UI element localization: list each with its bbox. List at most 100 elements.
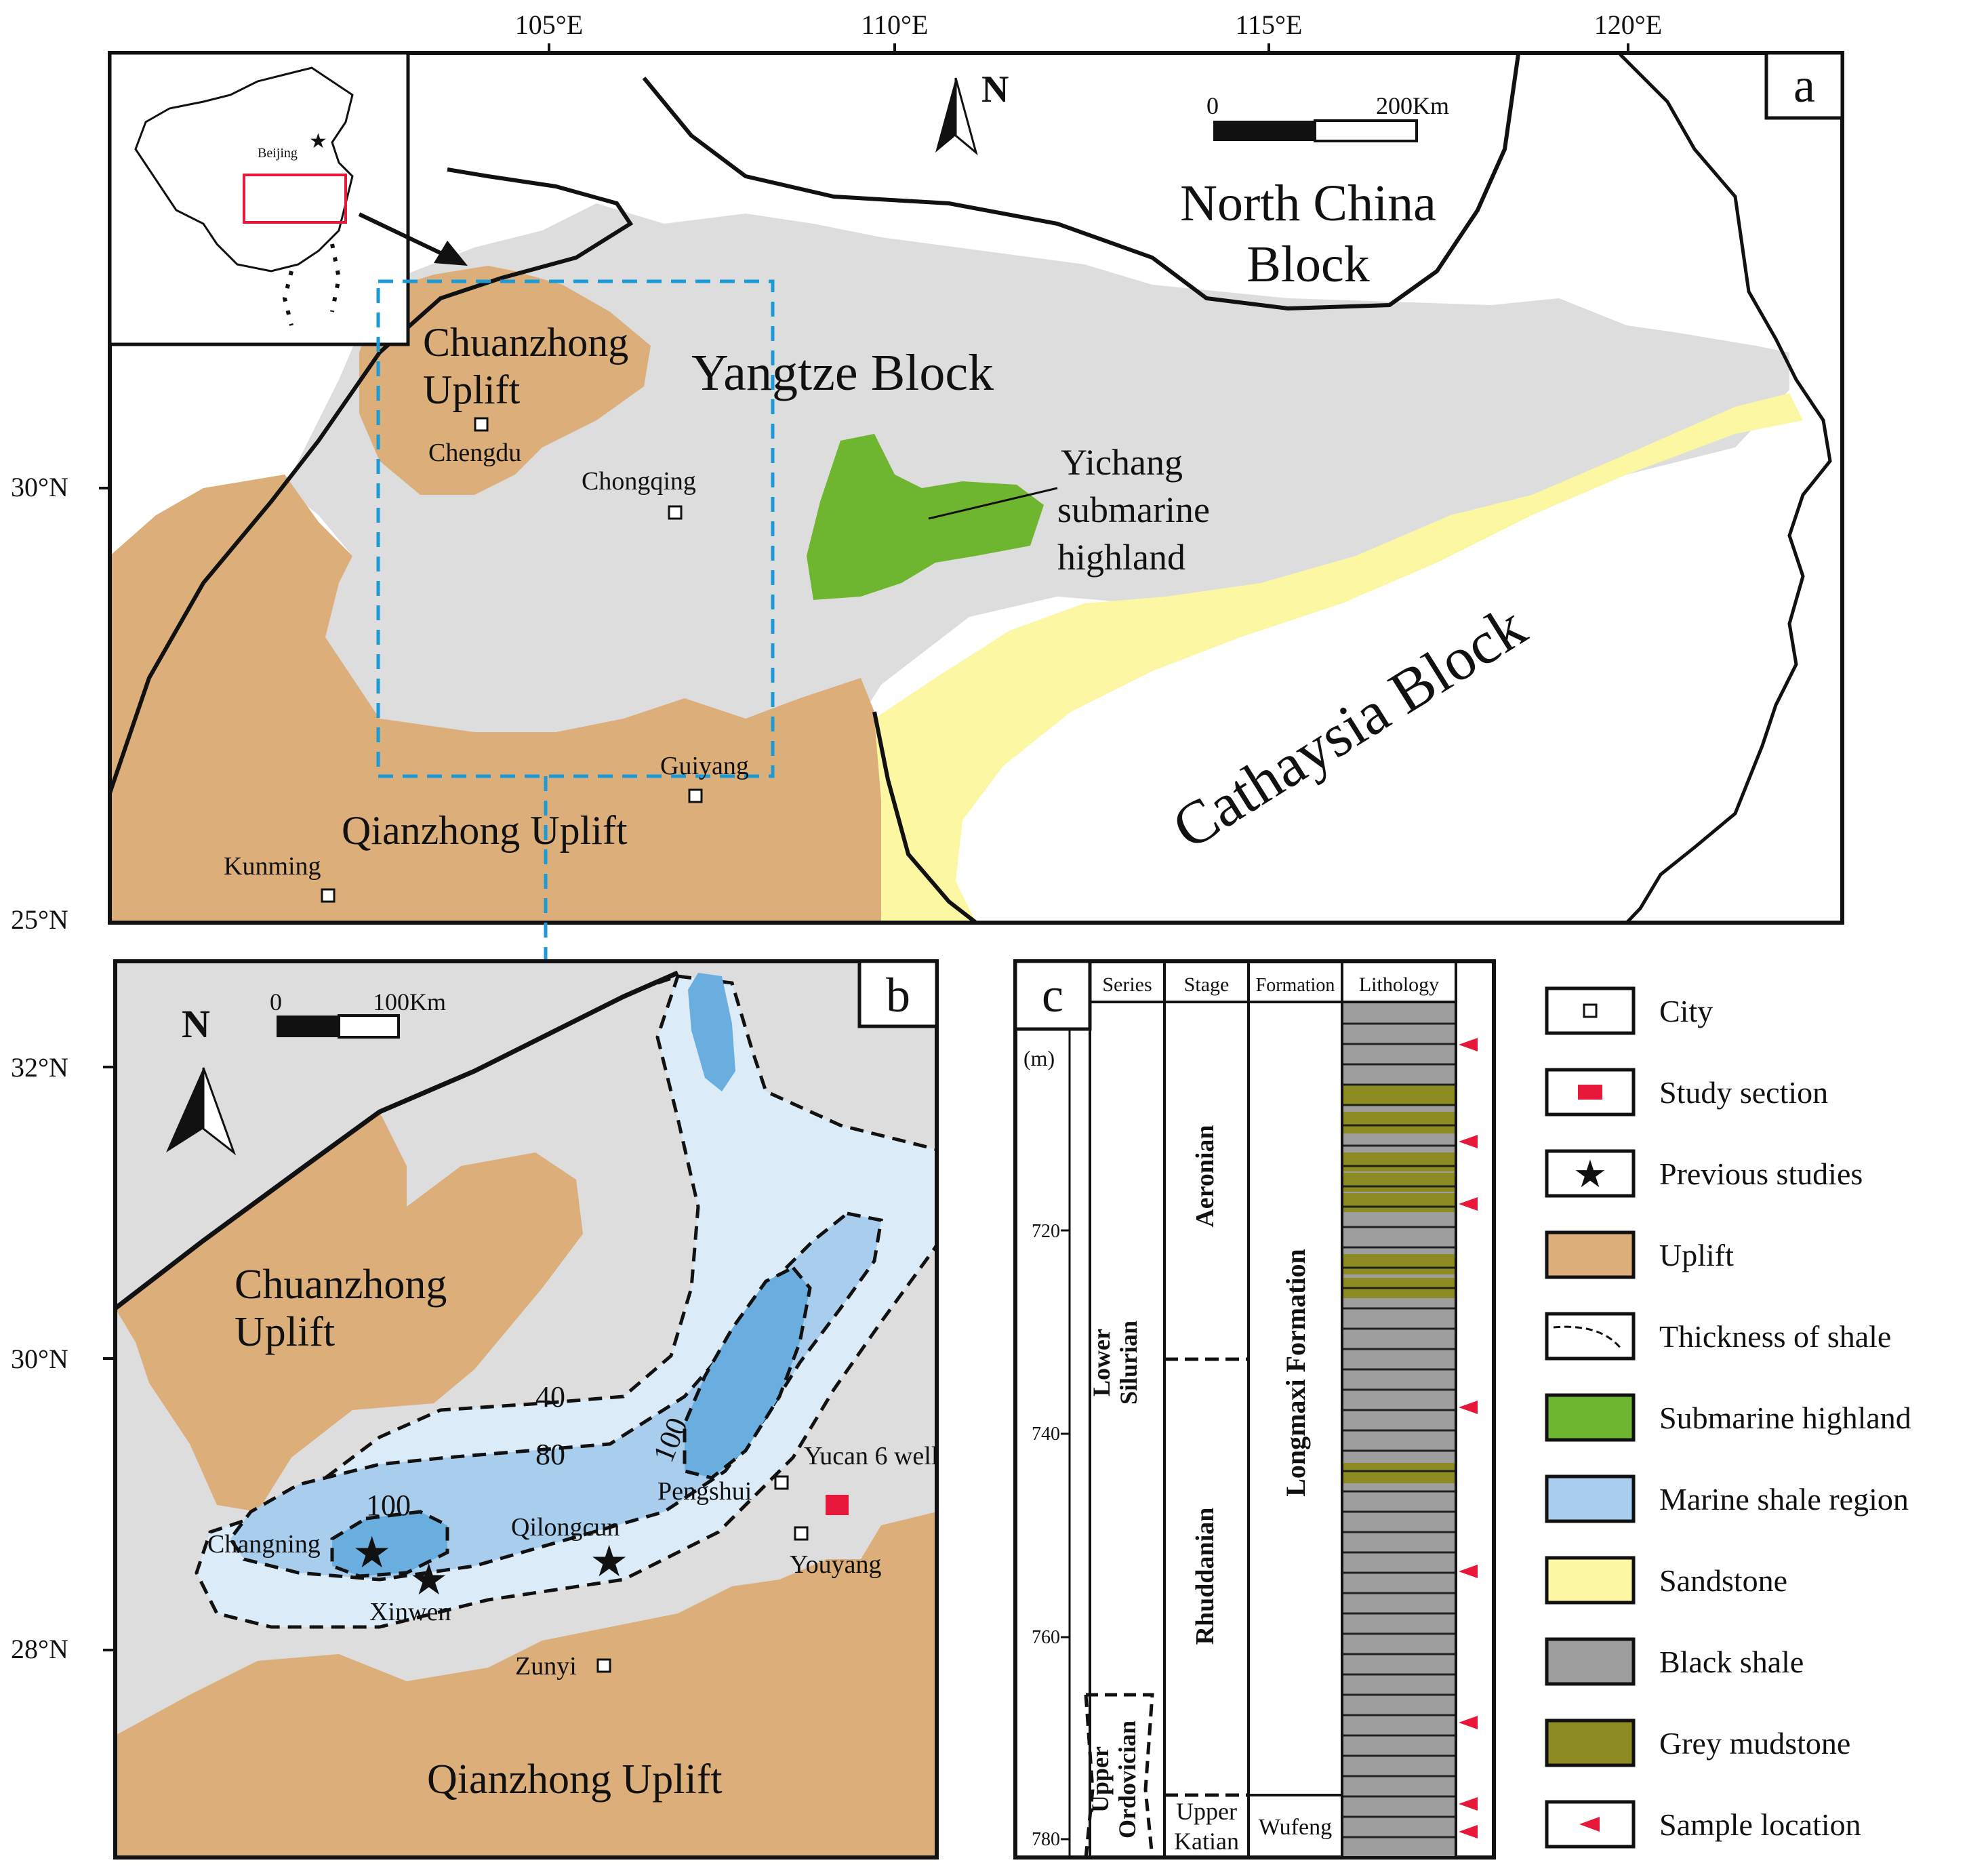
place-label-changning: Changning <box>207 1530 321 1559</box>
study-section-marker <box>826 1495 849 1515</box>
series-upper-1: Upper <box>1087 1746 1114 1813</box>
legend-item: Sample location <box>1545 1800 1861 1849</box>
place-label-xinwen: Xinwen <box>369 1598 451 1626</box>
formation-longmaxi: Longmaxi Formation <box>1280 1249 1311 1497</box>
contour-label-40: 40 <box>535 1380 565 1413</box>
legend-swatch <box>1545 1393 1636 1442</box>
city-guiyang: Guiyang <box>660 752 749 803</box>
lat-label-30n-b: 30°N <box>11 1344 68 1374</box>
grey-mudstone-layer <box>1342 1193 1456 1212</box>
legend-swatch <box>1545 1149 1636 1198</box>
inset-arrow <box>358 212 468 266</box>
sample-flag-icon <box>1459 1135 1478 1148</box>
stage-katian-2: Katian <box>1174 1828 1239 1855</box>
legend-item: Sandstone <box>1545 1556 1787 1605</box>
study-area-inset-box <box>243 174 347 224</box>
legend-label: Submarine highland <box>1659 1401 1911 1435</box>
legend-label: Marine shale region <box>1659 1482 1909 1516</box>
panel-b: b 32°N 30°N 28°N N 0 100Km Chuanzhong Up… <box>11 959 939 1860</box>
sample-flag-icon <box>1459 1565 1478 1578</box>
city-zunyi: Zunyi <box>515 1652 611 1681</box>
header-formation: Formation <box>1256 975 1335 996</box>
qianzhong-label-a: Qianzhong Uplift <box>342 808 628 853</box>
lithology-column <box>1341 1001 1457 1859</box>
yangtze-block-label: Yangtze Block <box>691 344 994 401</box>
city-label-chengdu: Chengdu <box>428 439 521 467</box>
shale-zone-100-north <box>688 973 735 1091</box>
china-outline <box>134 66 354 273</box>
chuanzhong-label-b2: Uplift <box>235 1309 335 1355</box>
sample-flag-icon <box>1459 1038 1478 1051</box>
legend-item: Uplift <box>1545 1230 1734 1279</box>
series-upper-2: Ordovician <box>1114 1721 1141 1838</box>
shale-zone-80 <box>228 1211 883 1582</box>
north-china-label-1: North China <box>1180 175 1436 232</box>
chuanzhong-uplift-b <box>115 1112 583 1512</box>
legend-item: ★ Previous studies <box>1545 1149 1863 1198</box>
legend-swatch <box>1545 1719 1636 1767</box>
yichang-label-1: Yichang <box>1061 442 1183 483</box>
north-arrow-a: N <box>935 68 1009 156</box>
city-chongqing: Chongqing <box>582 467 696 520</box>
grey-mudstone-layer <box>1342 1463 1456 1483</box>
contour-label-100-west: 100 <box>366 1489 411 1522</box>
legend-swatch <box>1545 1474 1636 1523</box>
sample-flag-icon <box>1459 1716 1478 1729</box>
scale-bar-b: 0 100Km <box>270 988 446 1039</box>
stage-aeronian: Aeronian <box>1191 1125 1219 1227</box>
sample-flag-icon <box>1459 1825 1478 1838</box>
grey-mudstone-layer <box>1342 1085 1456 1106</box>
legend-label: Previous studies <box>1659 1157 1863 1191</box>
place-label-pengshui: Pengshui <box>657 1477 752 1506</box>
city-youyang: Youyang <box>790 1526 882 1579</box>
lon-label-105: 105°E <box>515 9 583 40</box>
chuanzhong-label-2: Uplift <box>423 367 521 412</box>
depth-740: 740 <box>1032 1424 1060 1445</box>
depth-unit: (m) <box>1023 1046 1055 1070</box>
formation-wufeng: Wufeng <box>1259 1815 1332 1840</box>
lat-label-25n: 25°N <box>11 904 68 935</box>
north-china-boundary-line <box>642 54 1520 311</box>
lat-label-30n: 30°N <box>11 472 68 502</box>
header-series: Series <box>1102 973 1152 996</box>
dashed-line-icon <box>1553 1325 1623 1350</box>
city-label-chongqing: Chongqing <box>582 467 696 496</box>
grey-mudstone-layer <box>1342 1173 1456 1192</box>
north-china-label-2: Block <box>1246 236 1370 293</box>
depth-760: 760 <box>1032 1627 1060 1648</box>
legend-label: Sandstone <box>1659 1563 1787 1598</box>
panel-c-label: c <box>1042 968 1063 1022</box>
legend-label: Black shale <box>1659 1645 1804 1679</box>
grey-mudstone-layer <box>1342 1112 1456 1133</box>
depth-720: 720 <box>1032 1221 1060 1242</box>
legend-swatch <box>1545 986 1636 1035</box>
western-boundary-line-b <box>115 970 679 1310</box>
inset-beijing-label: Beijing <box>258 146 298 161</box>
yangtze-region <box>285 203 1789 746</box>
place-label-youyang: Youyang <box>790 1550 882 1579</box>
panel-a: ★ Beijing 105°E 110°E 115°E 120°E 30°N 2… <box>11 9 1844 1068</box>
legend-label: Study section <box>1659 1075 1828 1110</box>
legend-item: Marine shale region <box>1545 1474 1909 1523</box>
grey-mudstone-layer <box>1342 1254 1456 1274</box>
header-stage: Stage <box>1184 973 1230 996</box>
chuanzhong-label-1: Chuanzhong <box>423 320 628 365</box>
place-label-qilongcun: Qilongcun <box>511 1513 620 1542</box>
legend-item: Submarine highland <box>1545 1393 1911 1442</box>
star-icon-xinwen: ★ <box>409 1556 448 1604</box>
chuanzhong-label-b1: Chuanzhong <box>235 1262 447 1308</box>
series-lower-2: Silurian <box>1115 1321 1142 1405</box>
star-icon: ★ <box>1573 1154 1607 1196</box>
city-icon <box>1583 1003 1598 1018</box>
study-area-dashed-box <box>376 279 775 778</box>
legend-item: Thickness of shale <box>1545 1312 1891 1361</box>
lat-label-28n: 28°N <box>11 1634 68 1664</box>
sample-locations <box>1459 1038 1478 1838</box>
place-label-zunyi: Zunyi <box>515 1652 577 1681</box>
legend-label: Uplift <box>1659 1238 1734 1272</box>
legend-item: Grey mudstone <box>1545 1719 1850 1767</box>
beijing-star-icon: ★ <box>309 130 327 153</box>
shale-zone-100-east <box>683 1265 812 1480</box>
